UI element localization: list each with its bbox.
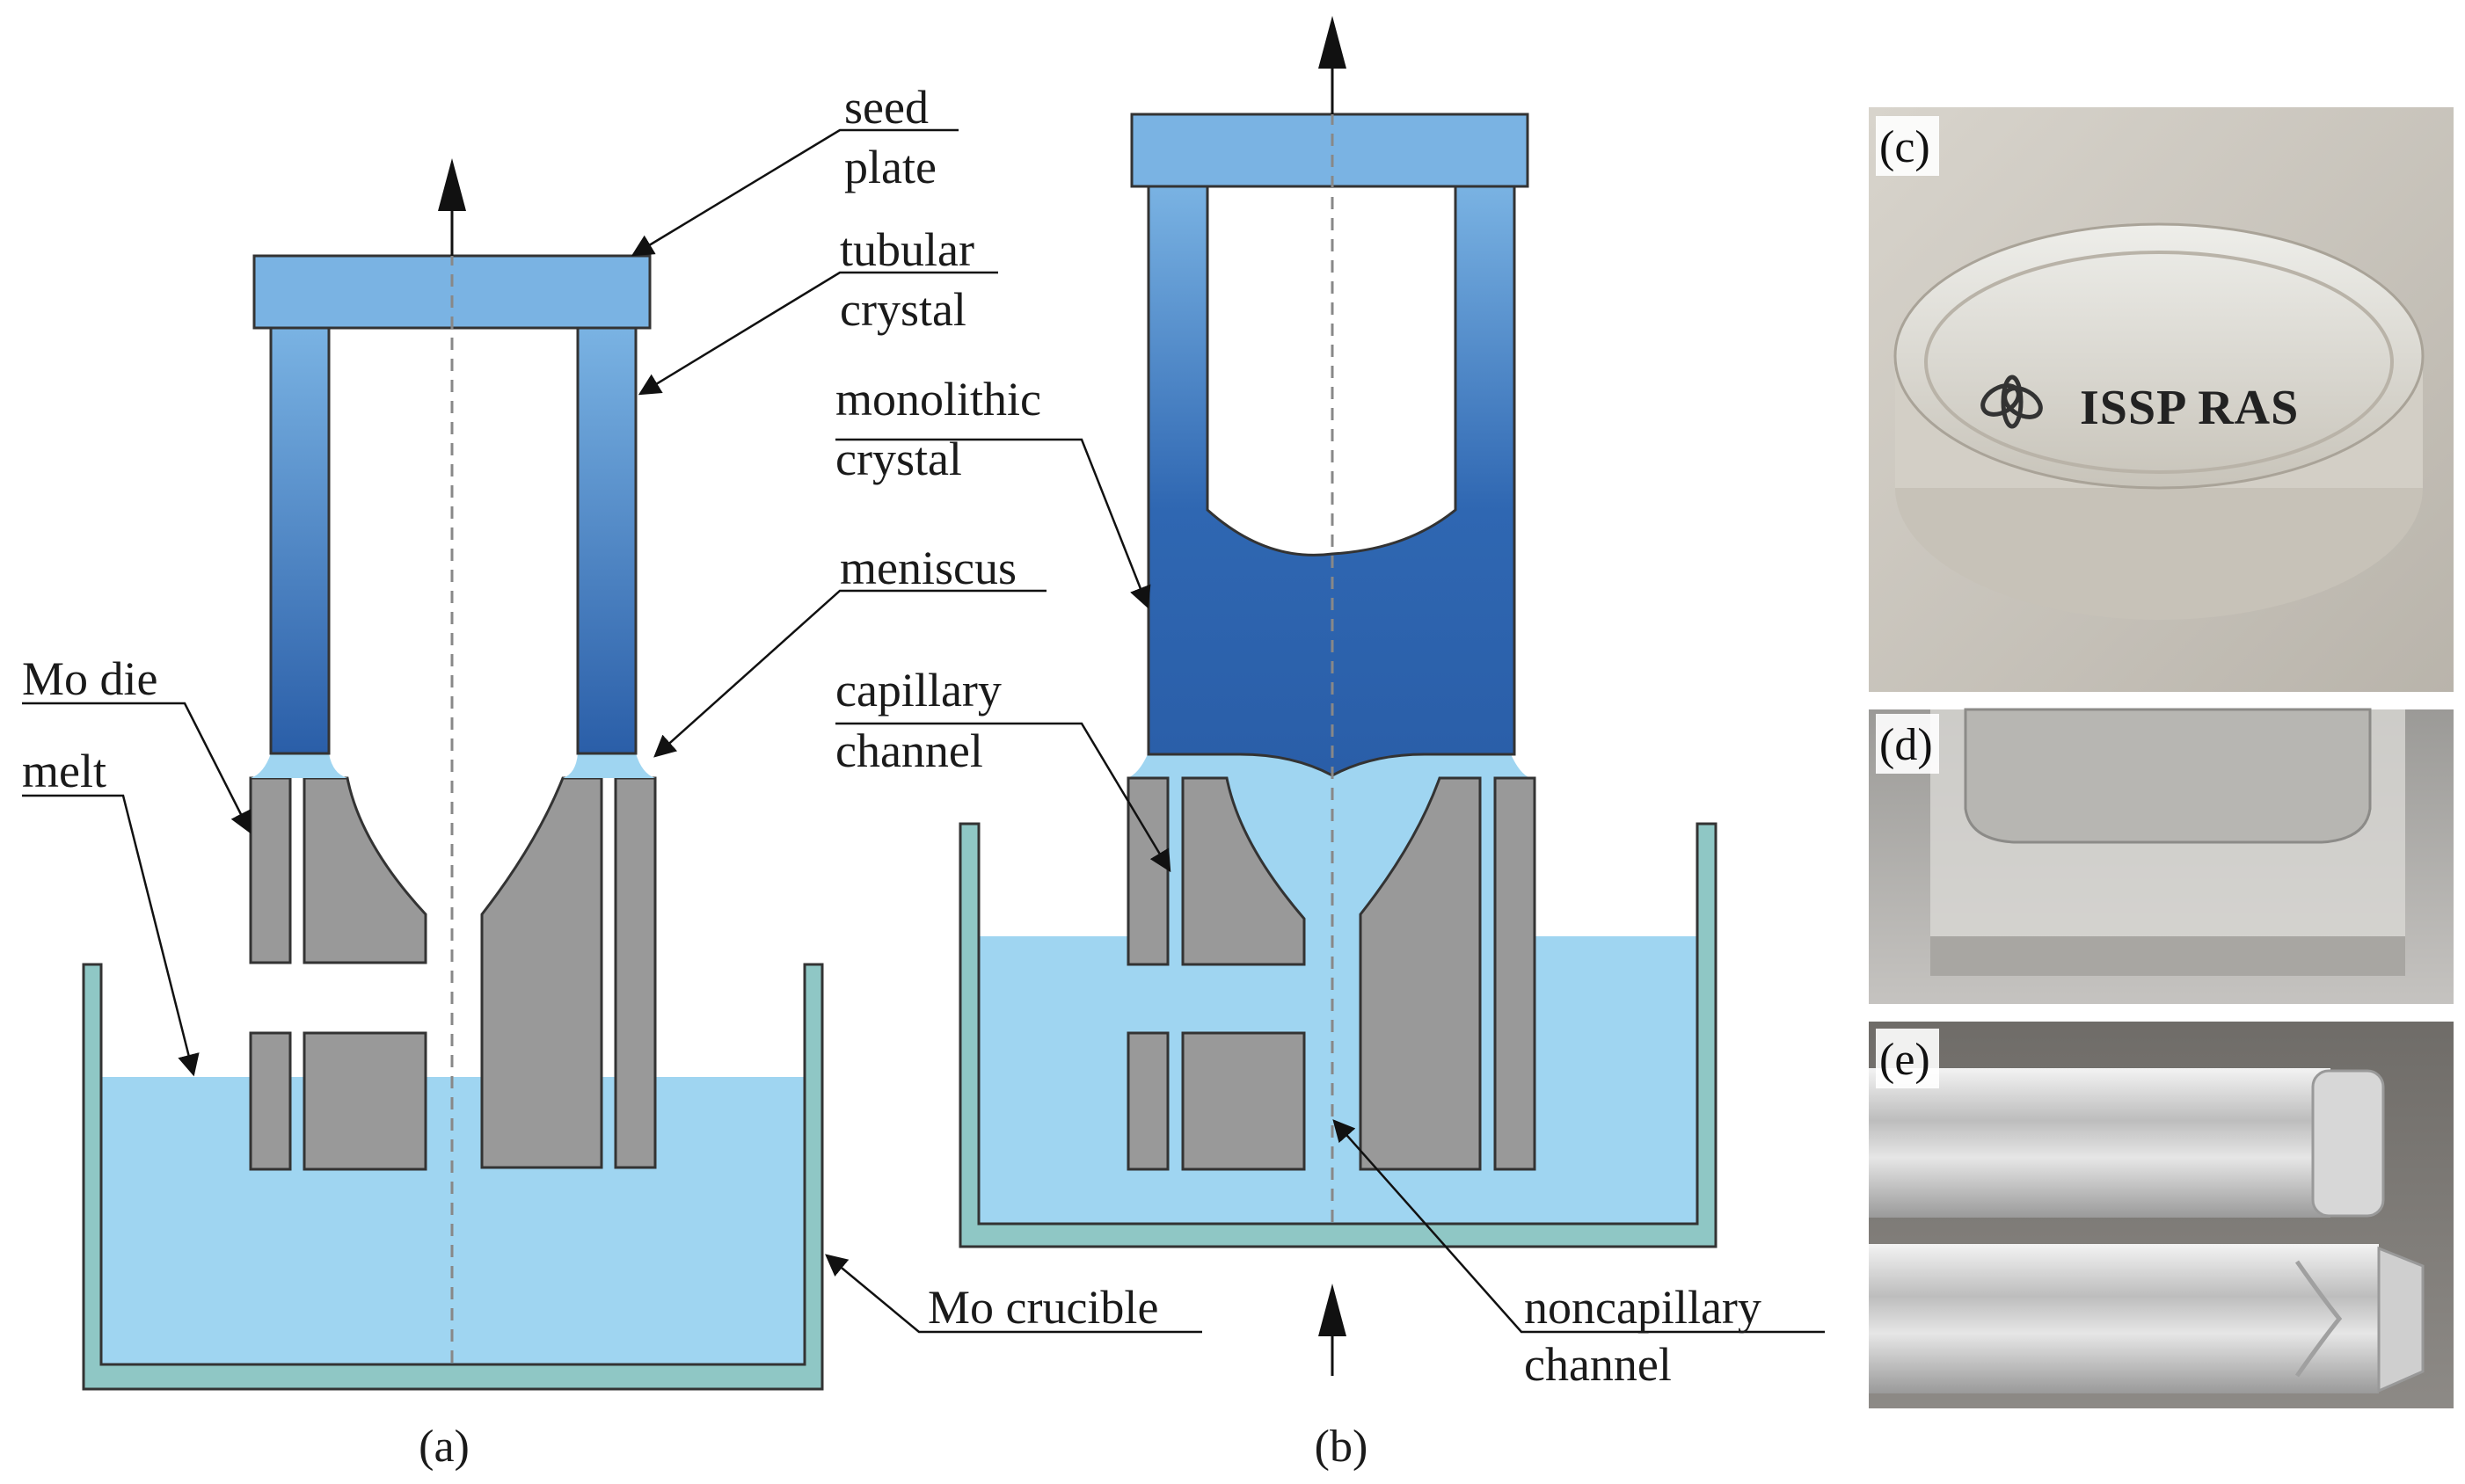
monolithic-crystal [1147,183,1516,777]
label-noncapillary: noncapillary [1524,1281,1761,1334]
tubular-crystal-left [269,325,331,755]
photo-d: (d) [1869,708,2454,1004]
die-block [303,1031,427,1171]
panel-a-label: (a) [419,1422,470,1472]
photo-c: ISSP RAS (c) [1869,107,2454,692]
label-meniscus: meniscus [840,542,1017,594]
die-block [1359,776,1482,1171]
label-crystal-b: crystal [835,433,962,485]
labels [22,128,1825,1334]
pull-arrow-up-icon [438,158,466,211]
label-mo-die: Mo die [22,652,158,705]
label-monolithic: monolithic [835,373,1041,426]
tubular-crystal-right [576,325,638,755]
die-block [1181,1031,1306,1171]
die-block [1127,1031,1170,1171]
photo-e: (e) [1869,1022,2454,1408]
photo-d-label: (d) [1879,720,1933,770]
crystal-rod-bottom [1869,1244,2379,1393]
die-block [1493,776,1536,1171]
seed-plate-b [1130,113,1529,188]
label-capillary: capillary [835,664,1002,717]
crucible-cavity [1964,708,2372,844]
label-crystal-a: crystal [840,283,966,336]
meniscus-a-left [251,753,347,778]
label-channel-b: channel [1524,1338,1672,1391]
photo-c-label: (c) [1879,122,1930,172]
label-tubular: tubular [840,223,974,276]
seed-plate-a [252,254,652,330]
label-mo-crucible: Mo crucible [928,1281,1158,1334]
label-plate: plate [844,141,937,193]
disc-engraving: ISSP RAS [2080,381,2299,435]
panel-a: (a) [82,158,824,1472]
die-block [249,1031,292,1171]
issp-logo-icon [1980,375,2043,429]
label-melt: melt [22,745,106,797]
melt-b [979,936,1697,1224]
die-block [614,776,657,1169]
die-block [480,776,603,1169]
label-seed: seed [844,81,929,134]
pull-arrow-up-icon [1318,16,1346,69]
die-block [303,776,427,964]
die-block [249,776,292,964]
panel-b: (b) [959,16,1717,1472]
photo-e-label: (e) [1879,1035,1930,1085]
feed-arrow-up-icon [1318,1284,1346,1336]
meniscus-a-right [563,753,655,778]
crystal-rod-top [1869,1068,2330,1218]
die-block [1181,776,1306,966]
die-block [1127,776,1170,966]
label-channel-a: channel [835,724,983,777]
panel-b-label: (b) [1315,1422,1368,1472]
